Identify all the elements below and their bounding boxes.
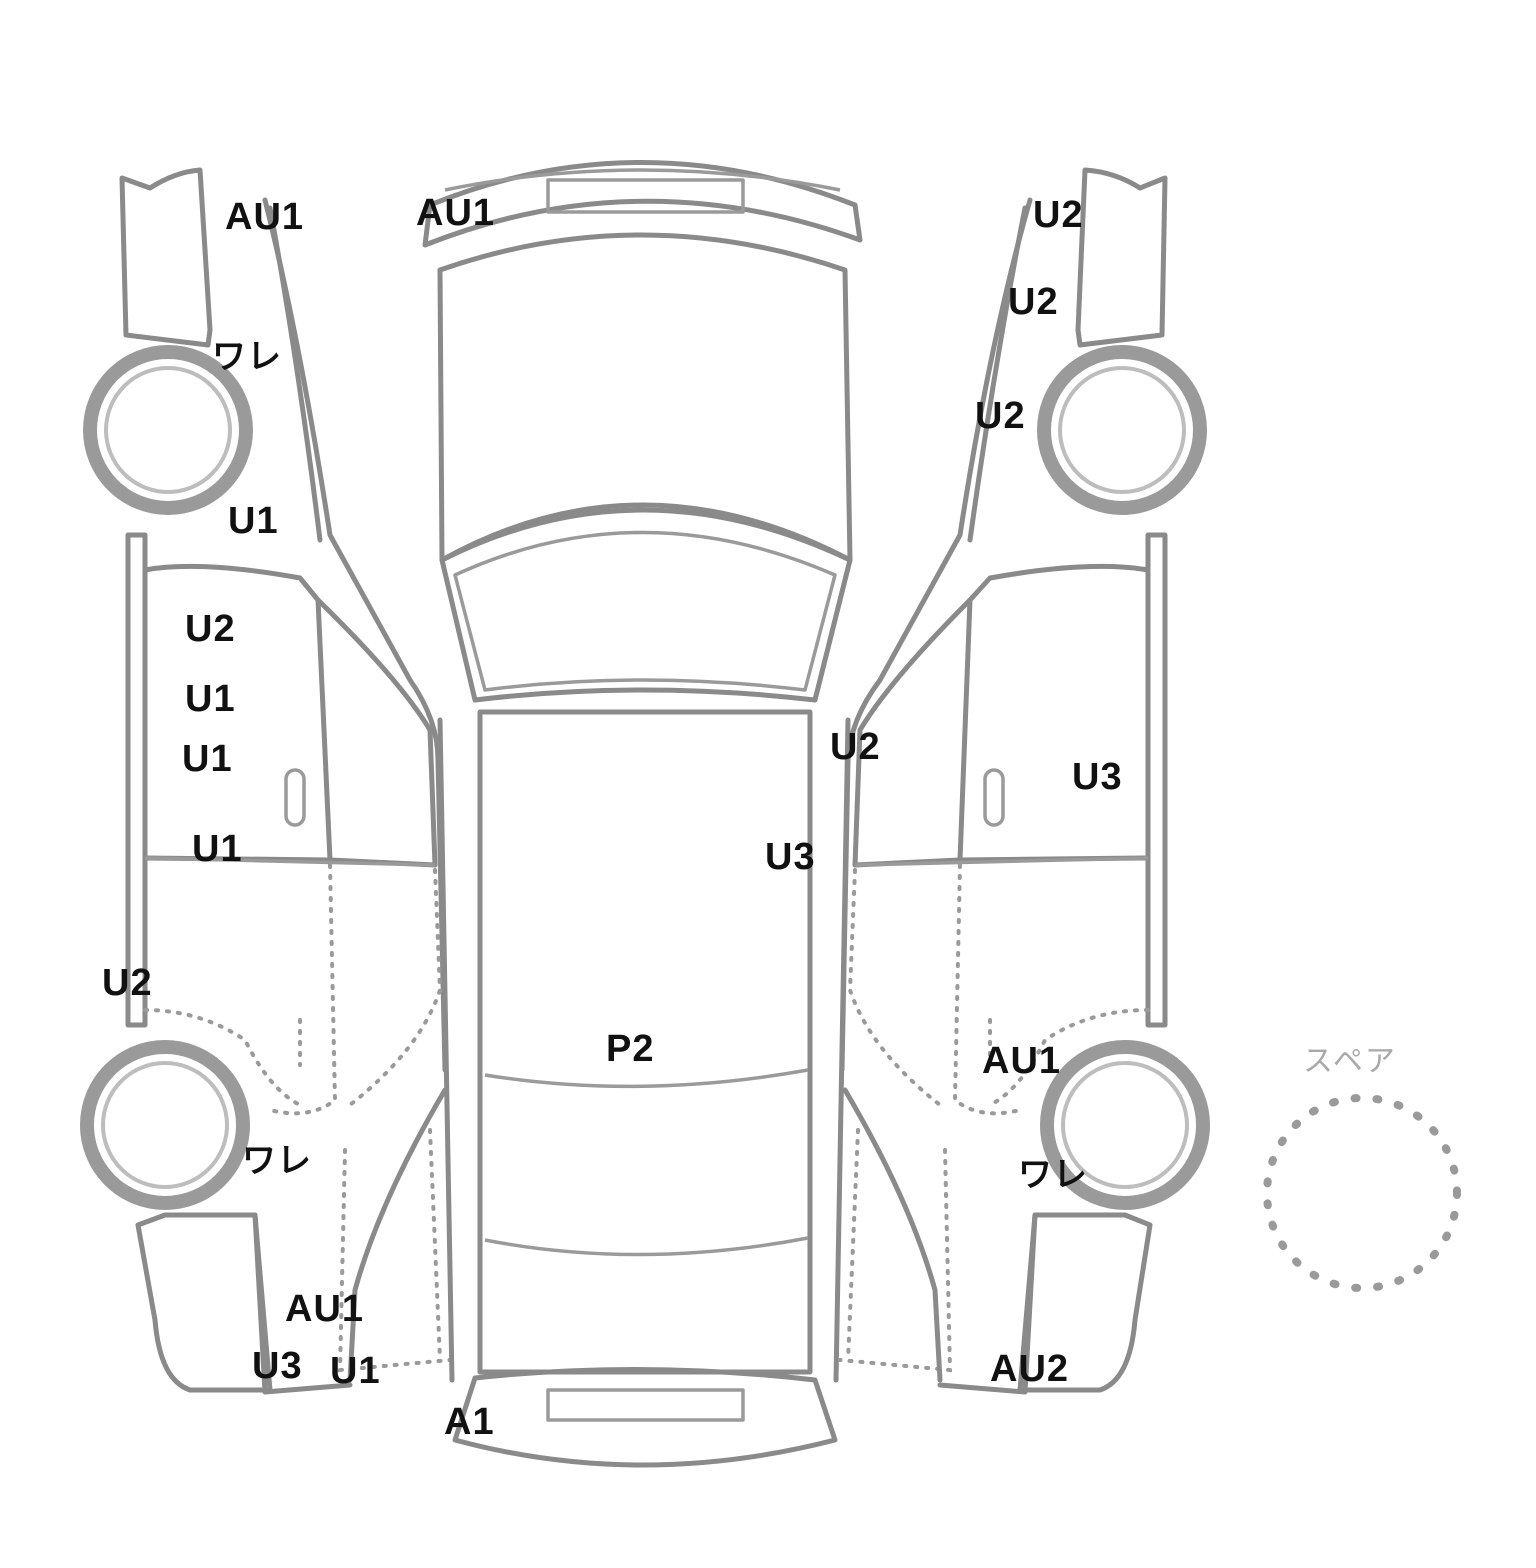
damage-mark: U2 — [830, 726, 881, 768]
top-view — [422, 160, 863, 1468]
damage-mark: U1 — [182, 738, 233, 780]
damage-mark: U1 — [228, 500, 279, 542]
damage-mark: U2 — [185, 608, 236, 650]
damage-mark: U1 — [330, 1350, 381, 1392]
spare-label: スペア — [1303, 1044, 1397, 1079]
damage-mark: ワレ — [212, 337, 282, 377]
damage-mark: AU2 — [990, 1348, 1070, 1390]
spare-tire — [1263, 1094, 1461, 1292]
damage-mark: A1 — [444, 1401, 495, 1443]
damage-mark: ワレ — [1018, 1155, 1088, 1195]
damage-mark: U2 — [1033, 194, 1084, 236]
damage-mark: AU1 — [285, 1288, 365, 1330]
damage-mark: U2 — [975, 395, 1026, 437]
right-side-view — [838, 167, 1210, 1395]
damage-mark: U1 — [192, 828, 243, 870]
left-side-view — [80, 167, 452, 1395]
damage-mark: U3 — [1072, 756, 1123, 798]
damage-mark: P2 — [606, 1028, 655, 1070]
damage-mark: U2 — [102, 962, 153, 1004]
damage-mark: ワレ — [242, 1141, 312, 1181]
damage-mark: AU1 — [982, 1040, 1062, 1082]
damage-mark: U3 — [765, 836, 816, 878]
damage-mark: AU1 — [225, 196, 305, 238]
damage-mark: AU1 — [416, 192, 496, 234]
damage-mark: U2 — [1008, 281, 1059, 323]
damage-mark: U3 — [252, 1345, 303, 1387]
damage-mark: U1 — [185, 678, 236, 720]
